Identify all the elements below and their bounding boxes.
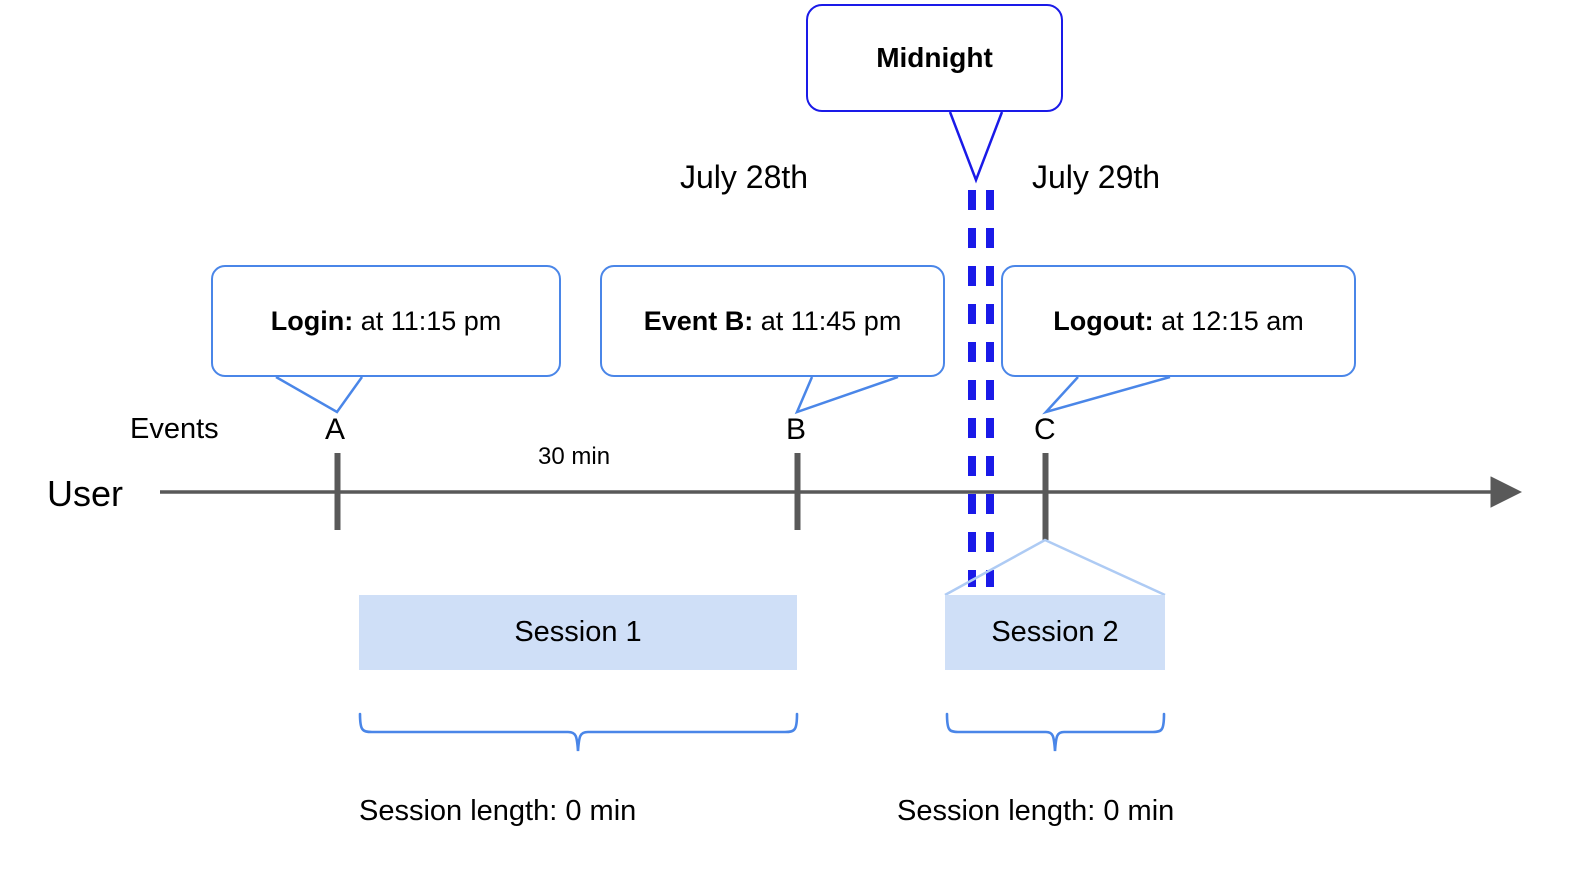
session-1-length-label: Session length: 0 min — [359, 795, 637, 827]
callout-logout-label: Logout: — [1053, 305, 1154, 336]
login-callout-tail — [275, 375, 364, 414]
callout-midnight[interactable]: Midnight — [806, 4, 1063, 112]
session-box-1-label: Session 1 — [514, 616, 642, 648]
callout-login[interactable]: Login: at 11:15 pm — [211, 265, 561, 377]
callout-midnight-text: Midnight — [876, 42, 993, 73]
session-2-length-label: Session length: 0 min — [897, 795, 1175, 827]
session-2-brace — [945, 712, 1166, 752]
callout-event-b-label: Event B: — [643, 305, 754, 336]
callout-logout-text: Logout: at 12:15 am — [1053, 306, 1304, 337]
session-1-brace — [358, 712, 799, 752]
callout-event-b[interactable]: Event B: at 11:45 pm — [600, 265, 945, 377]
interval-label-30min: 30 min — [538, 443, 611, 470]
session-box-2-label: Session 2 — [991, 616, 1119, 648]
callout-login-label: Login: — [270, 305, 354, 336]
callout-login-text: Login: at 11:15 pm — [271, 306, 502, 337]
midnight-callout-tail — [948, 111, 1004, 184]
callout-logout[interactable]: Logout: at 12:15 am — [1001, 265, 1356, 377]
event-marker-label-c: C — [1034, 413, 1056, 446]
session-box-2[interactable]: Session 2 — [945, 595, 1165, 670]
logout-callout-tail — [1042, 375, 1171, 415]
date-label-right: July 29th — [1032, 159, 1161, 195]
user-row-label: User — [47, 473, 124, 514]
event-marker-label-b: B — [786, 413, 807, 446]
events-row-label: Events — [130, 413, 219, 445]
session-box-1[interactable]: Session 1 — [359, 595, 797, 670]
session-2-roof — [944, 538, 1166, 597]
event-b-callout-tail — [794, 375, 899, 415]
callout-logout-value: at 12:15 am — [1153, 305, 1304, 336]
callout-event-b-text: Event B: at 11:45 pm — [644, 306, 902, 337]
callout-event-b-value: at 11:45 pm — [753, 305, 902, 336]
callout-login-value: at 11:15 pm — [353, 305, 502, 336]
date-label-left: July 28th — [680, 159, 809, 195]
event-marker-label-a: A — [325, 413, 346, 446]
